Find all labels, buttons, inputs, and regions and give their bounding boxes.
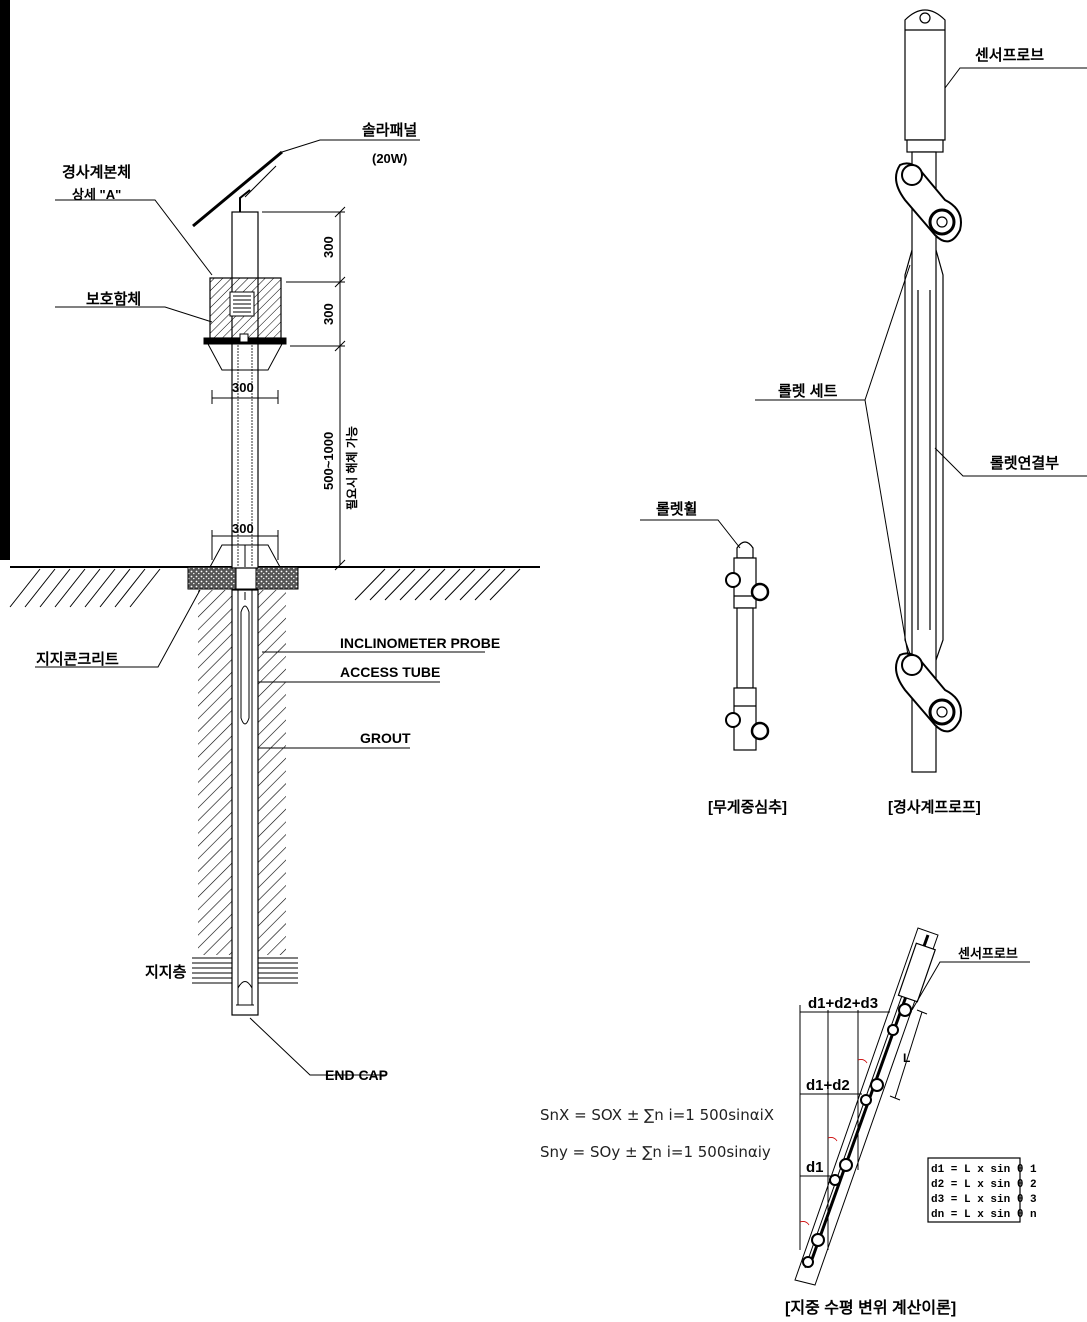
label-detail-a: 상세 "A": [72, 187, 121, 202]
displacement-theory-drawing: [794, 927, 1030, 1286]
inclinometer-probe-drawing: [755, 9, 1087, 773]
label-protective-box: 보호함체: [86, 291, 141, 308]
label-support-concrete: 지지콘크리트: [36, 651, 119, 668]
label-grout: GROUT: [360, 730, 411, 746]
formula-d2: d2 = L x sin θ 2: [931, 1179, 1037, 1191]
label-d1-d2-d3: d1+d2+d3: [808, 995, 878, 1012]
label-solar-panel-w: (20W): [372, 151, 407, 166]
dim-300-lower: 300: [321, 303, 336, 325]
caption-inclinometer-probe: [경사계프로프]: [888, 798, 981, 816]
dim-300-box: 300: [232, 380, 254, 395]
label-inclinometer-body: 경사계본체: [62, 163, 131, 181]
caption-weight: [무게중심추]: [708, 799, 787, 816]
label-solar-panel: 솔라패널: [362, 122, 417, 139]
installation-drawing: [9, 139, 540, 1076]
label-access-tube: ACCESS TUBE: [340, 664, 440, 680]
weight-drawing: [640, 519, 770, 751]
label-length-l: L: [903, 1051, 910, 1065]
label-d1: d1: [806, 1159, 824, 1176]
dim-removable-note: 필요시 해체 가능: [344, 426, 359, 510]
label-d1-d2: d1+d2: [806, 1077, 850, 1094]
label-sensor-probe-top: 센서프로브: [975, 47, 1044, 64]
dim-300-base: 300: [232, 521, 254, 536]
equation-x: SnX = SOX ± ∑n i=1 500sinαiX: [540, 1106, 774, 1124]
label-sensor-probe-bottom: 센서프로브: [958, 946, 1018, 961]
formula-dn: dn = L x sin θ n: [931, 1209, 1037, 1221]
equation-y: Sny = SOy ± ∑n i=1 500sinαiy: [540, 1143, 771, 1161]
dim-500-1000: 500~1000: [321, 432, 336, 490]
formula-d1: d1 = L x sin θ 1: [931, 1164, 1037, 1176]
formula-d3: d3 = L x sin θ 3: [931, 1194, 1037, 1206]
frame-edge: [0, 0, 10, 560]
label-roller-connection: 롤렛연결부: [990, 454, 1059, 472]
label-roller-wheel: 롤렛휠: [656, 500, 697, 518]
dim-300-upper: 300: [321, 236, 336, 258]
caption-displacement-theory: [지중 수평 변위 계산이론]: [785, 1298, 956, 1317]
label-inclinometer-probe: INCLINOMETER PROBE: [340, 635, 500, 651]
label-end-cap: END CAP: [325, 1067, 388, 1083]
label-roller-set: 롤렛 세트: [778, 382, 838, 400]
label-support-layer: 지지층: [145, 964, 187, 981]
